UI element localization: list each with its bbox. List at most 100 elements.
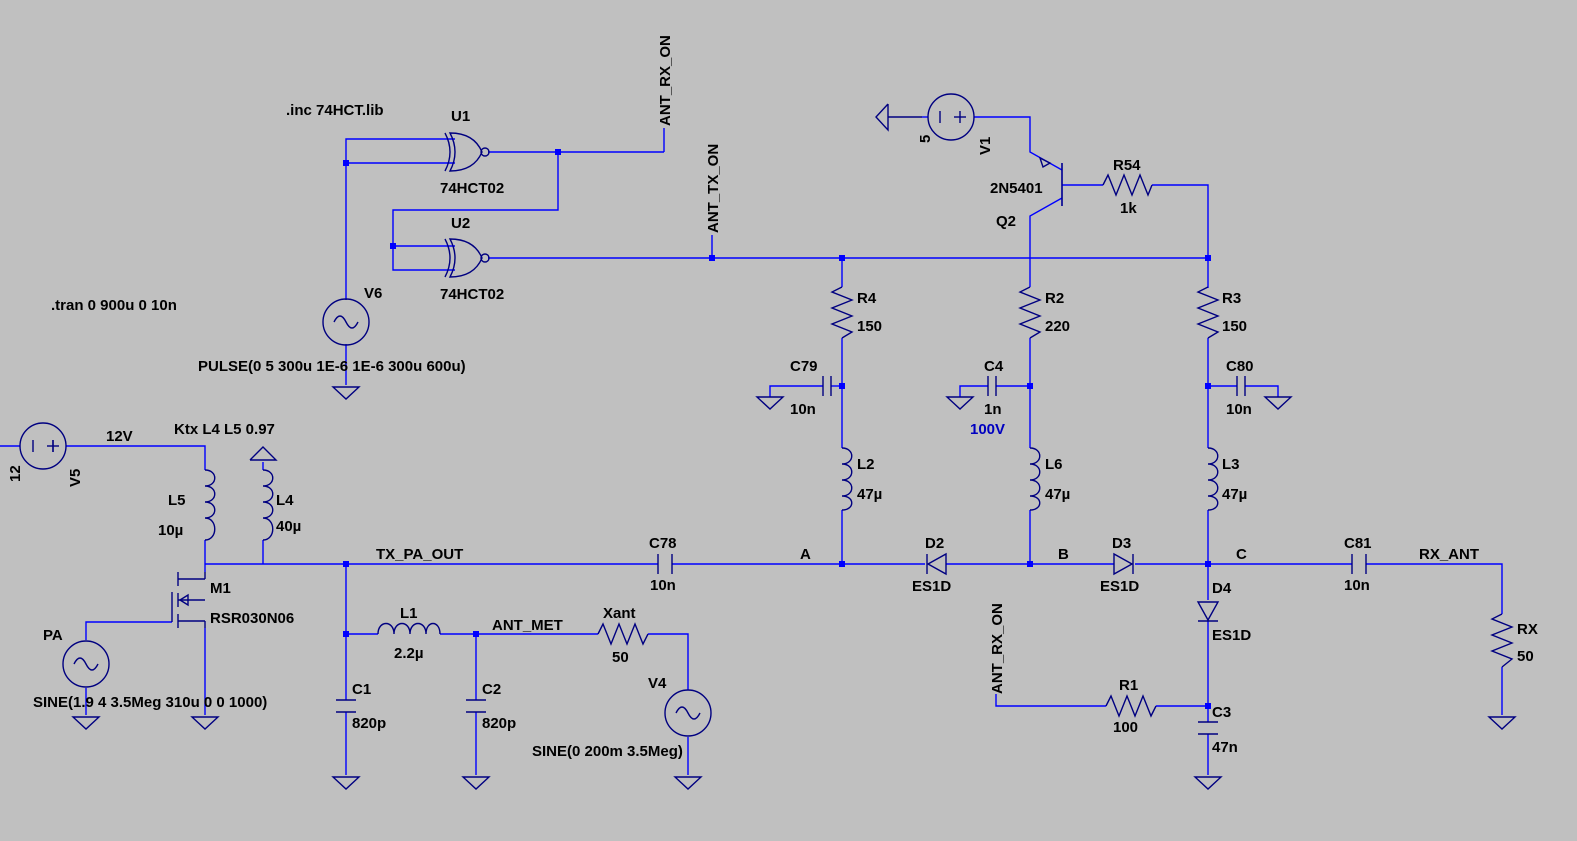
net-label-ant-rx-on-2: ANT_RX_ON	[989, 603, 1006, 694]
label-u2-name: U2	[451, 215, 470, 232]
label-v4-value: SINE(0 200m 3.5Meg)	[532, 743, 683, 760]
ground-pa	[71, 716, 101, 730]
label-xant-value: 50	[612, 649, 629, 666]
capacitor-c78	[657, 554, 673, 574]
label-d4-value: ES1D	[1212, 627, 1251, 644]
label-pa-value: SINE(1.9 4 3.5Meg 310u 0 0 1000)	[33, 694, 267, 711]
resistor-xant	[597, 622, 649, 646]
capacitor-c4	[987, 376, 997, 396]
label-r3-value: 150	[1222, 318, 1247, 335]
label-c4-value: 1n	[984, 401, 1002, 418]
label-r3-name: R3	[1222, 290, 1241, 307]
net-label-12v: 12V	[106, 428, 133, 445]
label-r54-name: R54	[1113, 157, 1141, 174]
voltage-source-v6	[322, 298, 370, 346]
label-d3-value: ES1D	[1100, 578, 1139, 595]
net-label-ant-rx-on: ANT_RX_ON	[657, 35, 674, 126]
capacitor-c3	[1198, 721, 1218, 735]
label-u1-value: 74HCT02	[440, 180, 504, 197]
label-r1-value: 100	[1113, 719, 1138, 736]
ground-v4	[673, 776, 703, 790]
ground-rx	[1487, 716, 1517, 730]
label-l3-value: 47µ	[1222, 486, 1247, 503]
label-v6-value: PULSE(0 5 300u 1E-6 1E-6 300u 600u)	[198, 358, 466, 375]
label-d4-name: D4	[1212, 580, 1232, 597]
directive-include: .inc 74HCT.lib	[286, 102, 384, 119]
label-c80-value: 10n	[1226, 401, 1252, 418]
directive-coupling: Ktx L4 L5 0.97	[174, 421, 275, 438]
label-l2-value: 47µ	[857, 486, 882, 503]
label-c81-name: C81	[1344, 535, 1372, 552]
label-c3-value: 47n	[1212, 739, 1238, 756]
label-c1-name: C1	[352, 681, 371, 698]
transistor-q2	[1038, 156, 1063, 206]
label-c81-value: 10n	[1344, 577, 1370, 594]
inductor-l3	[1207, 447, 1219, 511]
capacitor-c80	[1236, 376, 1246, 396]
label-v6-name: V6	[364, 285, 382, 302]
label-d2-name: D2	[925, 535, 944, 552]
label-c79-value: 10n	[790, 401, 816, 418]
label-rx-name: RX	[1517, 621, 1538, 638]
label-r54-value: 1k	[1120, 200, 1137, 217]
net-label-ant-met: ANT_MET	[492, 617, 563, 634]
label-r2-name: R2	[1045, 290, 1064, 307]
label-m1-name: M1	[210, 580, 231, 597]
label-l1-name: L1	[400, 605, 418, 622]
voltage-source-v5	[19, 422, 67, 470]
label-l2-name: L2	[857, 456, 875, 473]
label-l6-value: 47µ	[1045, 486, 1070, 503]
resistor-rx	[1490, 613, 1514, 668]
label-l3-name: L3	[1222, 456, 1240, 473]
ground-c80	[1263, 396, 1293, 410]
label-r4-value: 150	[857, 318, 882, 335]
inductor-l2	[841, 447, 853, 511]
capacitor-c79	[822, 376, 832, 396]
label-d3-name: D3	[1112, 535, 1131, 552]
ground-v6	[331, 386, 361, 400]
label-c2-name: C2	[482, 681, 501, 698]
ground-c2	[461, 776, 491, 790]
resistor-r2	[1018, 286, 1042, 339]
label-v5-value: 12	[7, 465, 24, 482]
net-label-ant-tx-on: ANT_TX_ON	[705, 144, 722, 233]
label-c4-name: C4	[984, 358, 1004, 375]
label-c78-value: 10n	[650, 577, 676, 594]
wires	[0, 116, 1503, 775]
label-r1-name: R1	[1119, 677, 1138, 694]
ground-v1	[875, 103, 889, 132]
label-l5-name: L5	[168, 492, 186, 509]
ground-c3	[1193, 776, 1223, 790]
label-l4-name: L4	[276, 492, 294, 509]
inductor-l6	[1029, 447, 1041, 511]
capacitor-c1	[336, 699, 356, 713]
label-pa-name: PA	[43, 627, 63, 644]
label-d2-value: ES1D	[912, 578, 951, 595]
ground-c79	[755, 396, 785, 410]
label-v1-value: 5	[917, 135, 934, 143]
ground-c4	[945, 396, 975, 410]
label-xant-name: Xant	[603, 605, 636, 622]
label-r4-name: R4	[857, 290, 877, 307]
label-rx-value: 50	[1517, 648, 1534, 665]
capacitor-c81	[1351, 554, 1367, 574]
resistor-r54	[1102, 173, 1153, 197]
label-v5-name: V5	[67, 469, 84, 487]
inductor-l5	[204, 469, 216, 541]
label-q2-name: Q2	[996, 213, 1016, 230]
capacitor-c2	[466, 699, 486, 713]
voltage-source-v4	[664, 689, 712, 737]
label-v1-name: V1	[977, 137, 994, 155]
mosfet-m1	[171, 572, 206, 628]
diode-d2	[926, 552, 947, 576]
net-label-c: C	[1236, 546, 1247, 563]
symbols	[19, 93, 1517, 790]
voltage-source-pa	[62, 640, 110, 688]
directive-tran: .tran 0 900u 0 10n	[51, 297, 177, 314]
label-c79-name: C79	[790, 358, 818, 375]
junctions	[343, 149, 1211, 709]
ground-c1	[331, 776, 361, 790]
label-q2-value: 2N5401	[990, 180, 1043, 197]
label-l6-name: L6	[1045, 456, 1063, 473]
